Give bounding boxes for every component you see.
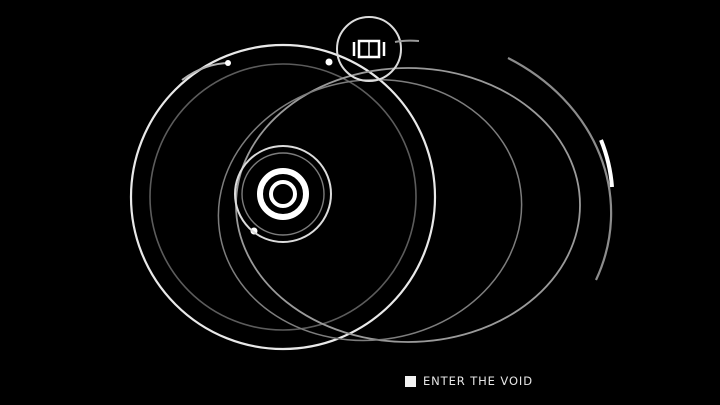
concentric-rings-icon[interactable]	[256, 167, 310, 221]
comet-dot	[225, 60, 231, 66]
core-mid-ring	[241, 152, 325, 236]
core-outer-ring	[234, 145, 332, 243]
menu-bullet-icon	[405, 375, 416, 387]
outer-right-arc	[507, 57, 613, 281]
outer-orbit-ring	[129, 43, 437, 351]
outer-right-arc-highlight	[599, 139, 614, 188]
fluid-frame-icon[interactable]	[336, 16, 420, 82]
inner-orbit-ring	[149, 63, 417, 331]
enter-the-void-button[interactable]: ENTER THE VOID	[405, 374, 533, 388]
planet-dot-top	[325, 58, 333, 66]
crossing-orbit	[217, 78, 523, 342]
menu-label: ENTER THE VOID	[423, 374, 533, 388]
